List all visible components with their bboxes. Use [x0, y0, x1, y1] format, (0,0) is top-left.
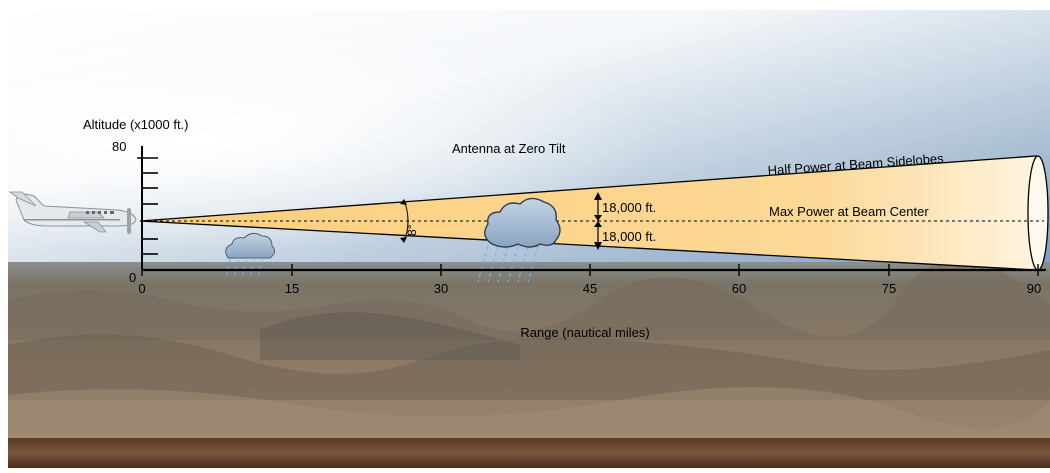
terrain	[8, 259, 1050, 442]
lower-height-label: 18,000 ft.	[602, 229, 656, 244]
x-tick-label: 30	[434, 281, 448, 296]
x-tick-label: 75	[882, 281, 896, 296]
x-tick-label: 45	[583, 281, 597, 296]
x-tick-label: 60	[732, 281, 746, 296]
y-axis-zero-label: 0	[129, 270, 136, 285]
beam-angle-label: 8°	[405, 224, 419, 236]
storm-cloud-icon	[477, 197, 561, 283]
y-axis-top-label: 80	[112, 139, 126, 154]
rain-cloud-icon	[225, 232, 276, 279]
x-axis	[141, 264, 1046, 276]
x-tick-label: 15	[285, 281, 299, 296]
beam-end-ellipse	[1027, 155, 1049, 271]
x-tick-labels: 0 15 30 45 60 75 90	[138, 281, 1041, 296]
diagram-title: Antenna at Zero Tilt	[452, 141, 566, 156]
x-tick-label: 0	[138, 281, 145, 296]
x-tick-label: 90	[1027, 281, 1041, 296]
ground-strip	[8, 438, 1050, 468]
beam-angle-indicator	[400, 199, 409, 243]
upper-height-label: 18,000 ft.	[602, 200, 656, 215]
y-axis-title: Altitude (x1000 ft.)	[83, 117, 189, 132]
aircraft-icon	[8, 191, 137, 234]
center-label: Max Power at Beam Center	[769, 204, 929, 219]
y-axis	[137, 146, 158, 270]
height-indicator	[594, 192, 602, 250]
x-axis-title: Range (nautical miles)	[520, 325, 649, 340]
